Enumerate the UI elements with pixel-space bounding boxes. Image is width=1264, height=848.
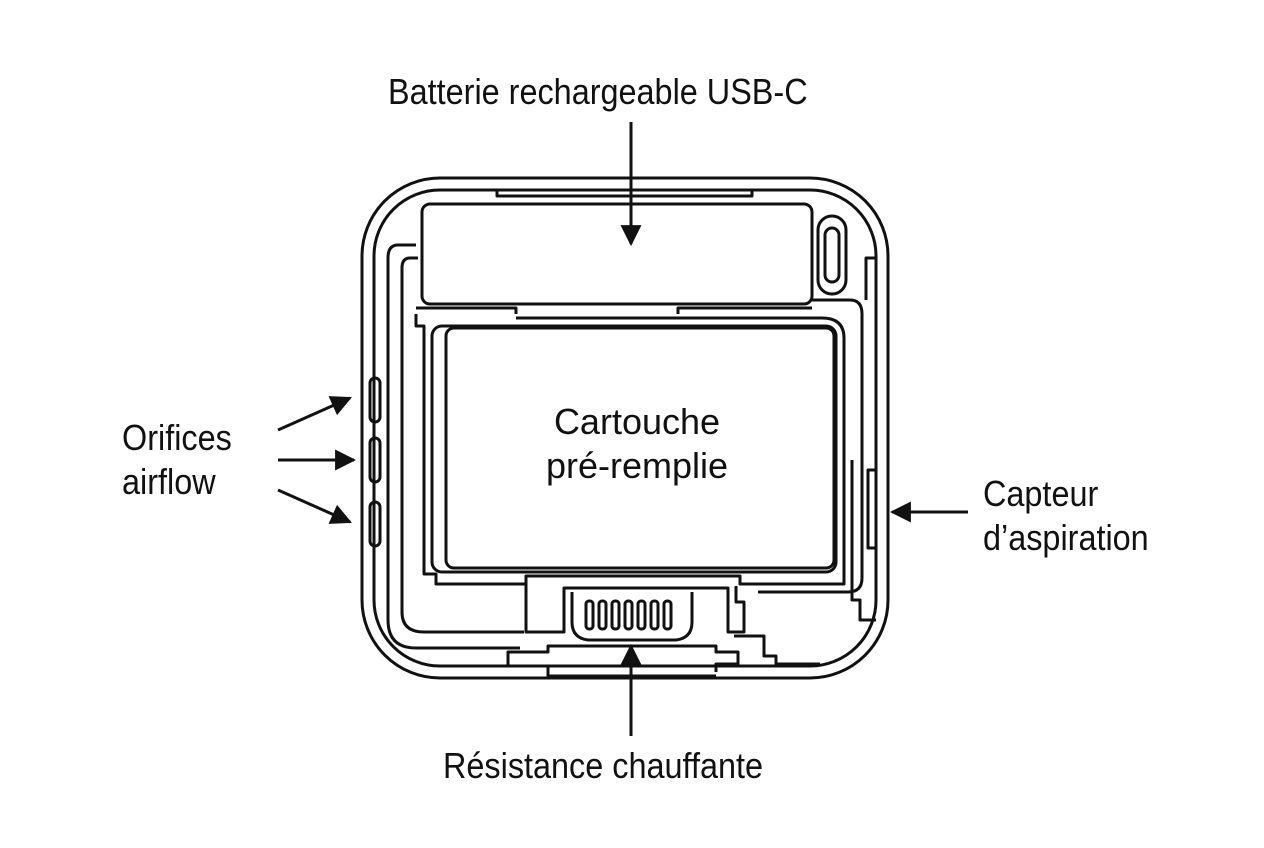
left-air-channel-inner <box>400 256 524 634</box>
heater-holder <box>524 584 746 634</box>
heater-label: Résistance chauffante <box>443 744 763 788</box>
right-air-channel <box>758 298 864 594</box>
cartridge-frame-outer <box>414 314 846 586</box>
battery-ledge <box>416 306 812 314</box>
base-right-step <box>734 634 820 666</box>
airflow-label-line1: Orifices <box>122 417 232 458</box>
inner-housing <box>372 188 878 668</box>
base-plate <box>506 644 740 672</box>
right-side-wall <box>864 256 876 550</box>
airflow-arrow-3 <box>277 488 352 524</box>
usb-c-port-outer <box>816 214 848 296</box>
sensor-label: Capteur d’aspiration <box>983 472 1149 560</box>
outer-housing <box>360 176 890 680</box>
airflow-label-line2: airflow <box>122 461 216 502</box>
usb-c-port-inner <box>823 226 841 284</box>
top-seam <box>495 190 754 198</box>
heater-label-text: Résistance chauffante <box>443 745 764 786</box>
sensor-label-line2: d’aspiration <box>983 517 1149 558</box>
heater-body <box>570 592 694 642</box>
cartridge-label: Cartouche pré-remplie <box>527 400 747 488</box>
right-bump <box>850 460 876 622</box>
airflow-slot-1 <box>368 376 382 424</box>
left-air-channel-outer <box>386 243 520 650</box>
airflow-slot-2 <box>368 436 382 484</box>
airflow-slot-3 <box>368 500 382 548</box>
cartridge <box>444 326 836 570</box>
airflow-label: Orifices airflow <box>122 416 232 504</box>
cartridge-label-line1: Cartouche <box>553 401 721 442</box>
battery-label-text: Batterie rechargeable USB-C <box>388 71 808 112</box>
battery-label: Batterie rechargeable USB-C <box>388 70 808 114</box>
sensor-label-line1: Capteur <box>983 473 1099 514</box>
cartridge-label-line2: pré-remplie <box>545 445 729 486</box>
battery-pack <box>420 202 814 306</box>
heater-coil-fins <box>584 599 673 631</box>
airflow-arrow-1 <box>277 396 352 432</box>
cartridge-frame-inner <box>430 324 838 574</box>
